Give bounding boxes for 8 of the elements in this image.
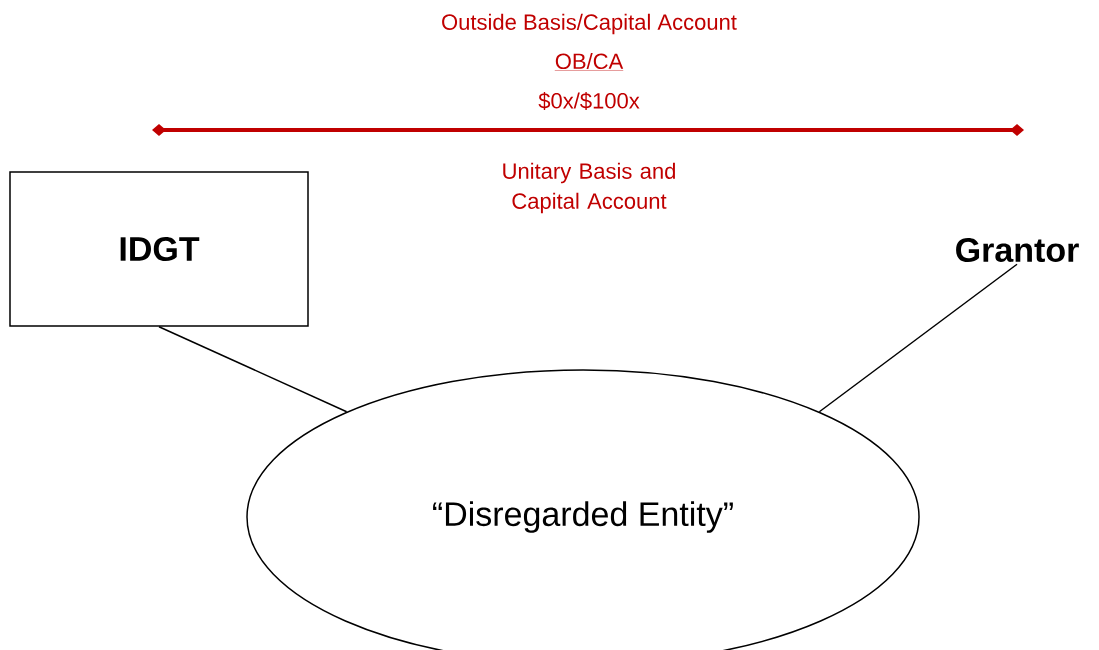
annotation-text: Unitary Basis and Capital Account xyxy=(503,162,675,214)
annotation-text: Outside Basis/Capital Account xyxy=(442,13,737,35)
annotation-text: $0x/$100x xyxy=(538,92,640,110)
connector-line xyxy=(158,326,348,413)
connector-line xyxy=(818,263,1018,413)
node-label: Grantor xyxy=(956,237,1079,263)
annotation-text: OB/CA xyxy=(554,52,624,71)
process-box: IDGT xyxy=(9,171,309,327)
